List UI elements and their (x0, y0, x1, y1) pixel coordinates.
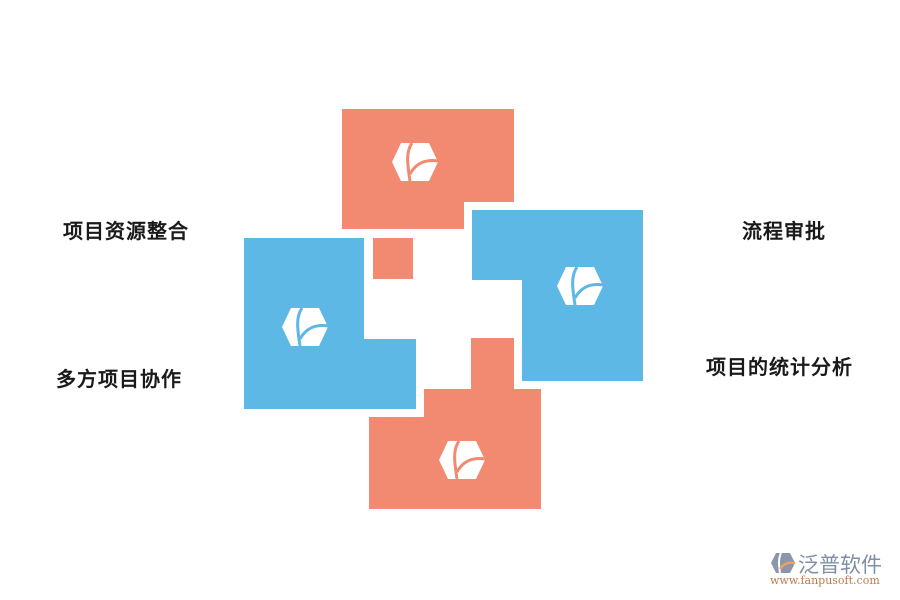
brand-url: www.fanpusoft.com (770, 574, 880, 587)
hexagon-leaf-icon (557, 266, 603, 306)
label-resource-integration: 项目资源整合 (63, 219, 189, 243)
label-statistics-analysis: 项目的统计分析 (706, 355, 853, 379)
label-process-approval: 流程审批 (742, 219, 826, 243)
right-blue-block (472, 210, 643, 280)
bottom-salmon-step (424, 389, 541, 418)
top-salmon-block-lower (342, 201, 464, 229)
left-blue-block-ext (363, 339, 416, 409)
label-multi-party-collaboration: 多方项目协作 (56, 367, 182, 391)
brand-name: 泛普软件 (798, 553, 882, 577)
fanpu-logo-icon (771, 552, 795, 574)
hexagon-leaf-icon (439, 440, 485, 480)
hexagon-leaf-icon (392, 142, 438, 182)
bottom-salmon-tab (471, 338, 514, 390)
hexagon-leaf-icon (282, 307, 328, 347)
small-salmon-square (373, 238, 413, 279)
fanpu-watermark: 泛普软件 www.fanpusoft.com (768, 551, 898, 591)
